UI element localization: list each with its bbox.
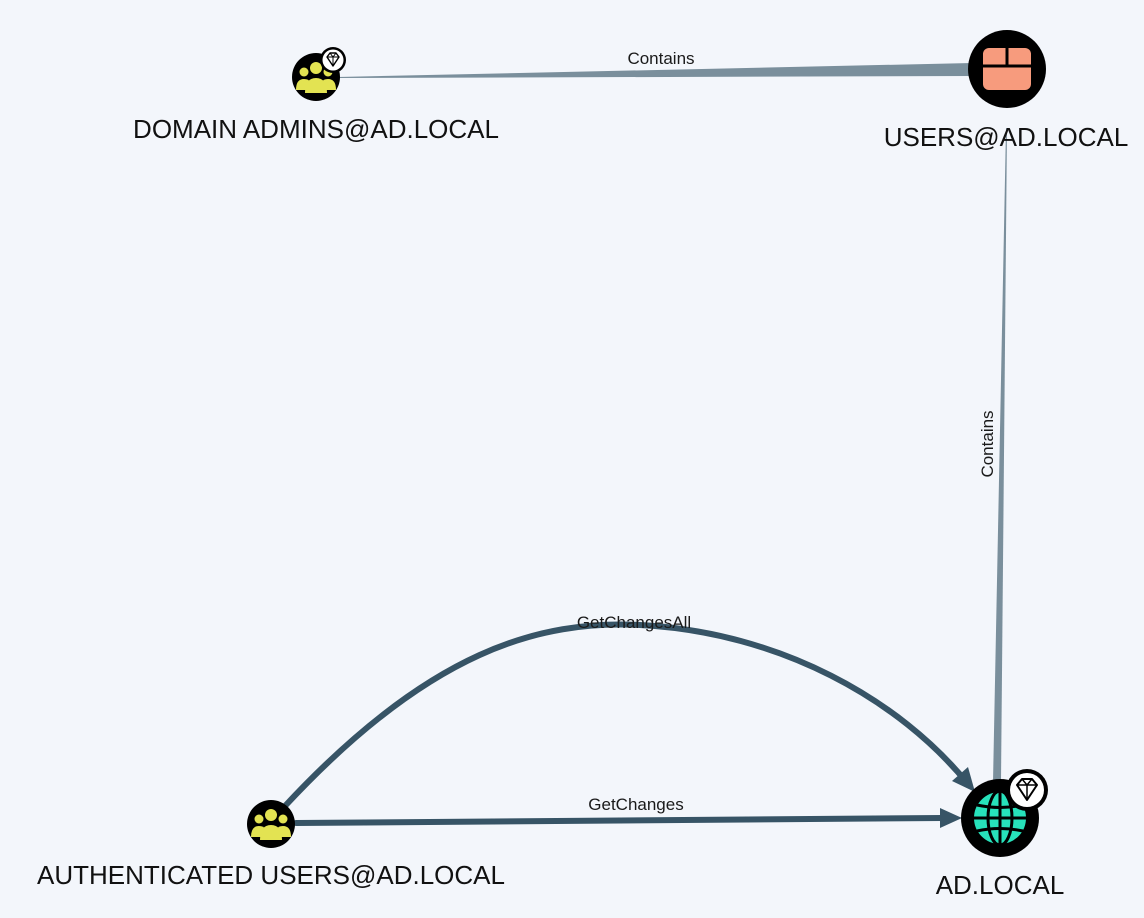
- node-ad-local[interactable]: AD.LOCAL: [936, 769, 1065, 900]
- node-domain-admins[interactable]: DOMAIN ADMINS@AD.LOCAL: [133, 47, 499, 144]
- container-icon: [983, 48, 1031, 90]
- tier-zero-gem-icon: [320, 47, 346, 73]
- edge-label-contains-top: Contains: [627, 49, 694, 68]
- node-label-ad-local: AD.LOCAL: [936, 870, 1065, 900]
- edge-label-contains-right: Contains: [978, 410, 997, 477]
- edge-get-changes[interactable]: GetChanges: [293, 795, 962, 828]
- node-label-users: USERS@AD.LOCAL: [884, 122, 1129, 152]
- tier-zero-gem-icon: [1006, 769, 1048, 811]
- edge-contains-right[interactable]: Contains: [978, 128, 1007, 782]
- edge-get-changes-all[interactable]: GetChangesAll: [282, 613, 975, 809]
- group-icon: [296, 62, 336, 93]
- node-authenticated-users[interactable]: AUTHENTICATED USERS@AD.LOCAL: [37, 800, 505, 890]
- node-users[interactable]: USERS@AD.LOCAL: [884, 30, 1129, 152]
- edge-label-get-changes: GetChanges: [588, 795, 683, 814]
- group-icon: [251, 809, 291, 840]
- node-label-authenticated-users: AUTHENTICATED USERS@AD.LOCAL: [37, 860, 505, 890]
- node-label-domain-admins: DOMAIN ADMINS@AD.LOCAL: [133, 114, 499, 144]
- edge-label-get-changes-all: GetChangesAll: [577, 613, 691, 632]
- edge-contains-top[interactable]: Contains: [338, 49, 972, 78]
